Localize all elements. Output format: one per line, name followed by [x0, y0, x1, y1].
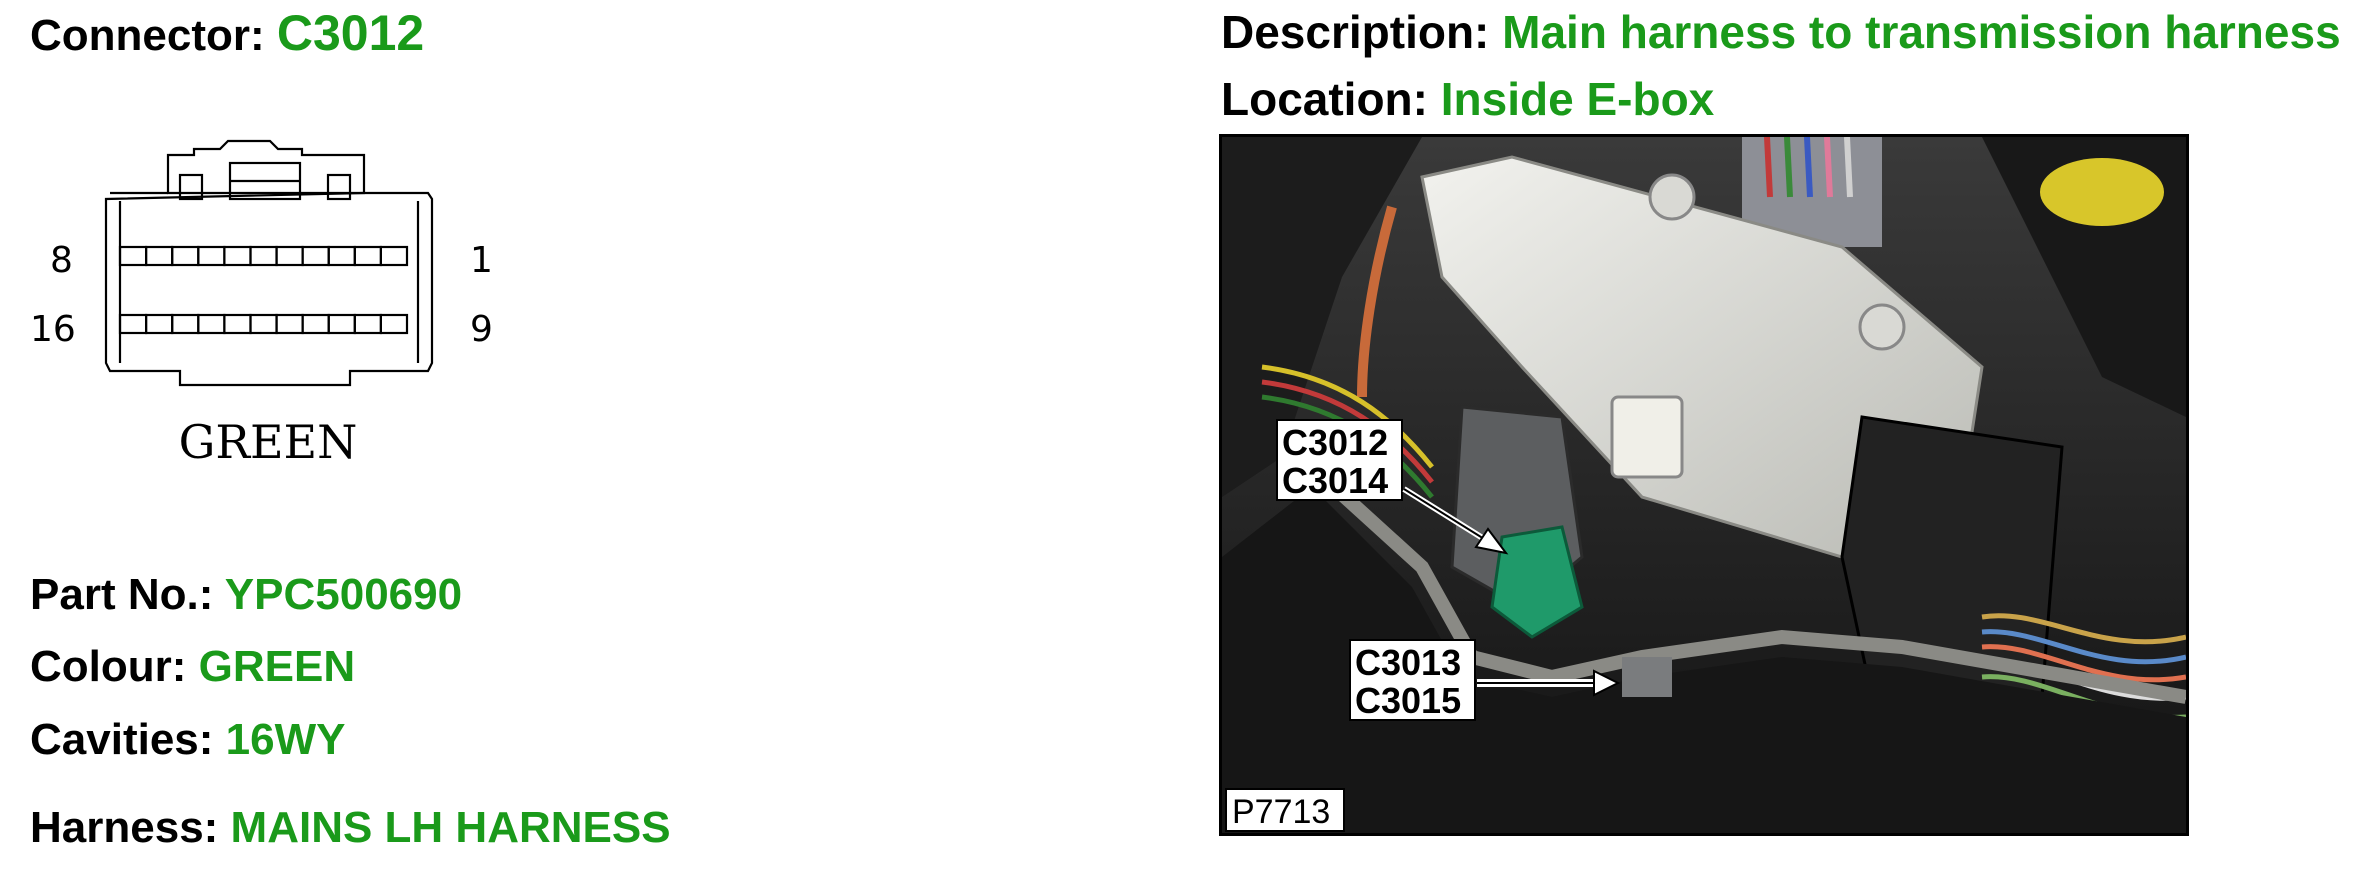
cavity-bottom-3 [171, 313, 200, 335]
cavity-bottom-4 [197, 313, 226, 335]
cavity-top-8 [301, 245, 330, 267]
pin-number-1: 1 [470, 240, 493, 281]
callout-lower-line1: C3013 [1355, 642, 1461, 683]
part-number-value: YPC500690 [224, 570, 463, 619]
colour-value: GREEN [198, 642, 356, 691]
harness-value: MAINS LH HARNESS [230, 803, 671, 852]
description-value: Main harness to transmission harness [1502, 6, 2341, 58]
cavity-top-3 [171, 245, 200, 267]
pin-row-bottom [118, 313, 409, 335]
cavity-bottom-2 [144, 313, 174, 335]
description-field: Description: Main harness to transmissio… [1221, 9, 2341, 55]
callout-lower-line2: C3015 [1355, 680, 1461, 721]
cavity-bottom-7 [275, 313, 304, 335]
harness-field: Harness: MAINS LH HARNESS [30, 806, 671, 850]
housing-wall-left [1222, 137, 1422, 497]
green-connector [1490, 525, 1584, 639]
cavity-bottom-6 [249, 313, 278, 335]
pin-row-top [118, 245, 409, 267]
cavity-bottom-11 [379, 313, 409, 335]
cavity-top-4 [197, 245, 226, 267]
part-number-label: Part No.: [30, 570, 214, 619]
harness-label: Harness: [30, 803, 219, 852]
cavities-label: Cavities: [30, 715, 214, 764]
cavity-bottom-1 [118, 313, 148, 335]
cavity-top-7 [275, 245, 304, 267]
location-photo: C3012 C3014 C3013 C3015 P7713 [1219, 134, 2189, 836]
cavity-top-5 [223, 245, 252, 267]
connector-label: Connector: [30, 11, 265, 60]
cavity-bottom-10 [353, 313, 382, 335]
location-field: Location: Inside E-box [1221, 76, 1714, 122]
pin-number-9: 9 [470, 309, 493, 350]
connector-body [104, 191, 434, 387]
cavities-value: 16WY [225, 715, 346, 764]
callout-upper-line1: C3012 [1282, 422, 1388, 463]
connector-latch [166, 139, 366, 195]
cavity-top-9 [327, 245, 356, 267]
cavity-top-11 [379, 245, 409, 267]
cavity-bottom-8 [301, 313, 330, 335]
cavity-top-1 [118, 245, 148, 267]
connector-face-diagram: 8 1 16 9 GREEN [30, 139, 493, 469]
callout-lower: C3013 C3015 [1349, 639, 1621, 721]
location-label: Location: [1221, 73, 1428, 125]
cavity-top-6 [249, 245, 278, 267]
ebox-edge [1307, 461, 2186, 704]
callout-upper-line2: C3014 [1282, 460, 1388, 501]
cavity-top-2 [144, 245, 174, 267]
connector-colour-caption: GREEN [179, 415, 358, 469]
cavity-bottom-9 [327, 313, 356, 335]
callout-upper-arrowhead [1474, 527, 1509, 555]
yellow-label [2040, 158, 2164, 226]
pin-number-16: 16 [30, 309, 76, 350]
white-plug [1610, 395, 1684, 479]
cavities-field: Cavities: 16WY [30, 718, 345, 762]
description-label: Description: [1221, 6, 1490, 58]
connector-field: Connector: C3012 [30, 8, 424, 58]
part-number-field: Part No.: YPC500690 [30, 573, 462, 617]
pin-number-8: 8 [50, 240, 73, 281]
connector-value: C3012 [276, 5, 425, 61]
location-value: Inside E-box [1440, 73, 1715, 125]
cavity-top-10 [353, 245, 382, 267]
colour-field: Colour: GREEN [30, 645, 355, 689]
colour-label: Colour: [30, 642, 187, 691]
cavity-bottom-5 [223, 313, 252, 335]
callout-upper: C3012 C3014 [1276, 419, 1509, 555]
photo-reference-number: P7713 [1232, 793, 1330, 831]
callout-lower-arrowhead [1593, 669, 1621, 697]
